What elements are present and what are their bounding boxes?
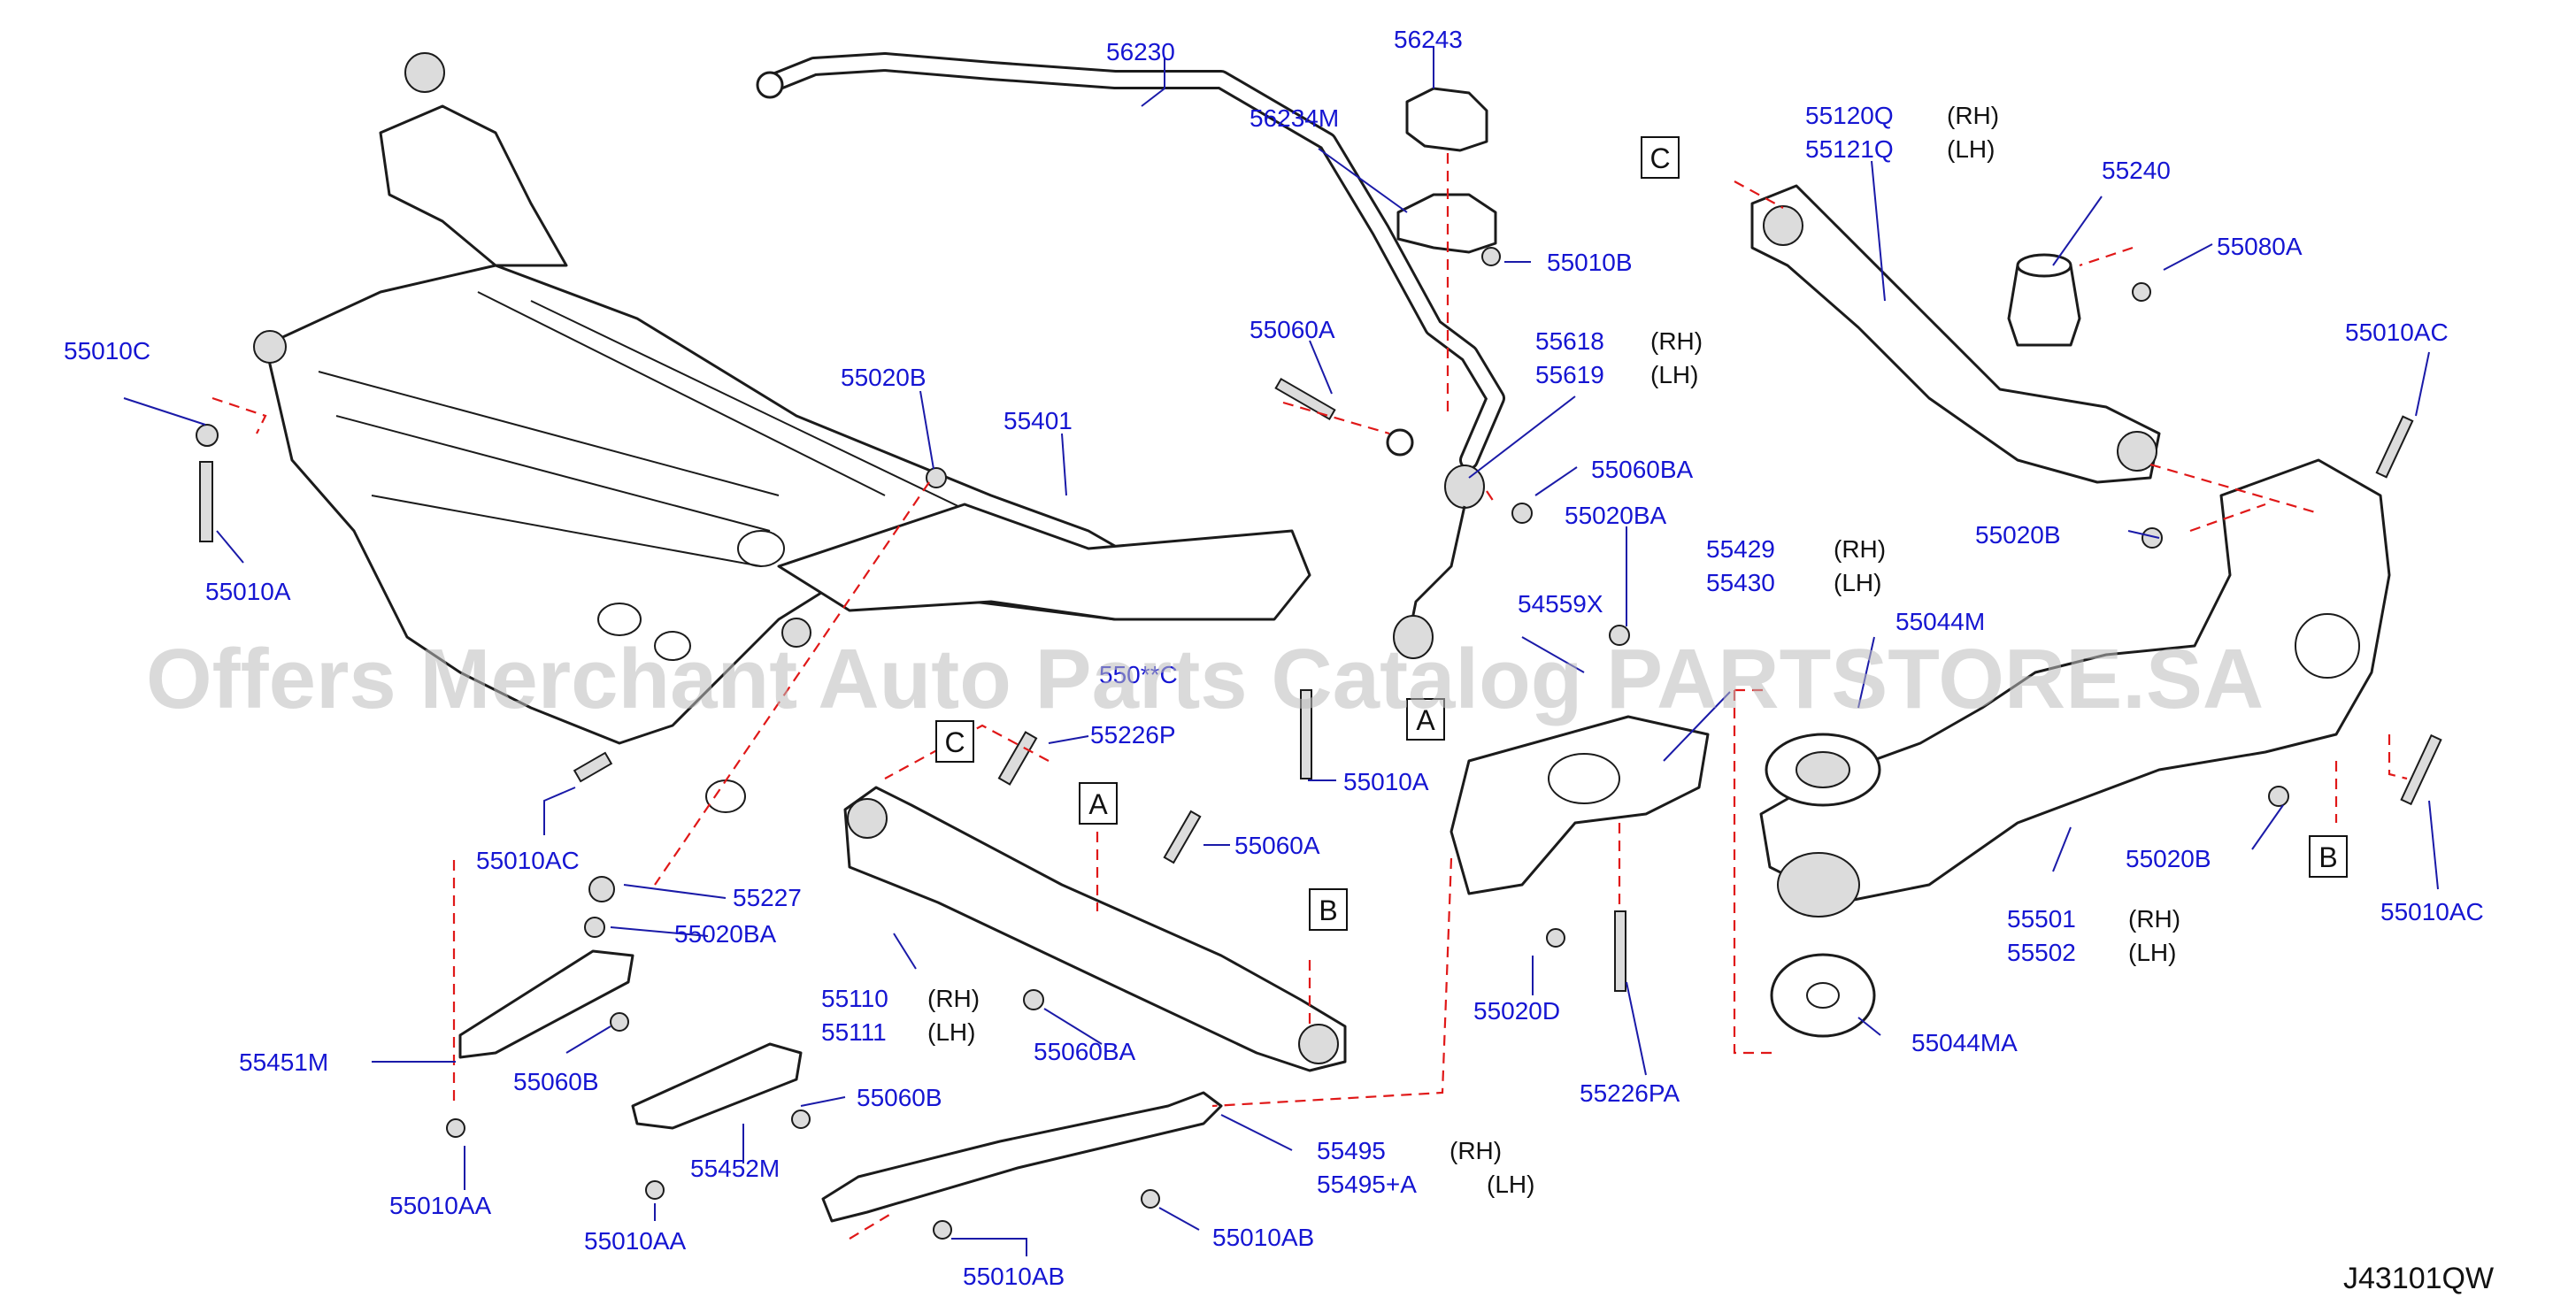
label-55010a-left: 55010A bbox=[205, 578, 291, 605]
label-55020ba-left: 55020BA bbox=[674, 920, 777, 948]
ref-b-mid-text: B bbox=[1319, 895, 1337, 926]
label-55451m: 55451M bbox=[239, 1048, 328, 1076]
label-55495a: 55495+A bbox=[1317, 1171, 1417, 1198]
diagram-code: J43101QW bbox=[2343, 1262, 2494, 1295]
bump-stop-drawing bbox=[2007, 253, 2081, 347]
label-55495-side: (RH) bbox=[1449, 1137, 1502, 1164]
label-55110: 55110 bbox=[821, 985, 888, 1012]
label-55060ba-mid: 55060BA bbox=[1034, 1038, 1136, 1065]
upper-link-drawing bbox=[1750, 184, 2161, 484]
ref-box-a-mid: A bbox=[1079, 782, 1118, 825]
label-55495: 55495 bbox=[1317, 1137, 1386, 1164]
label-55080a: 55080A bbox=[2217, 233, 2303, 260]
label-55502: 55502 bbox=[2007, 939, 2076, 966]
ref-a-mid-text: A bbox=[1088, 788, 1108, 820]
label-55044m: 55044M bbox=[1895, 608, 1985, 635]
label-55060a-mid: 55060A bbox=[1234, 832, 1320, 859]
label-55240: 55240 bbox=[2102, 157, 2171, 184]
leader-lines bbox=[123, 46, 2439, 1256]
label-55020b-left: 55020B bbox=[841, 364, 927, 391]
label-55110-side: (RH) bbox=[927, 985, 980, 1012]
stabilizer-bar-drawing bbox=[756, 52, 1505, 470]
subframe-drawing bbox=[253, 52, 1311, 813]
label-55111: 55111 bbox=[821, 1018, 887, 1046]
ref-box-b-mid: B bbox=[1309, 888, 1348, 931]
label-54559x: 54559X bbox=[1518, 590, 1603, 618]
watermark-text: Offers Merchant Auto Parts Catalog PARTS… bbox=[146, 632, 2264, 726]
ref-a-right-text: A bbox=[1416, 704, 1435, 736]
knuckle-and-lower-arm-drawing bbox=[1759, 458, 2391, 918]
ref-box-b-right: B bbox=[2309, 835, 2348, 878]
label-55044ma: 55044MA bbox=[1911, 1029, 2018, 1056]
ref-box-c-mid: C bbox=[935, 720, 974, 763]
fasteners-drawing bbox=[196, 247, 2442, 1240]
label-55226pa: 55226PA bbox=[1580, 1079, 1680, 1107]
label-55010a-mid: 55010A bbox=[1343, 768, 1429, 795]
lateral-rod-drawing bbox=[821, 1091, 1223, 1223]
label-55401: 55401 bbox=[1003, 407, 1073, 434]
label-55010aa-mid: 55010AA bbox=[584, 1227, 687, 1255]
brace-drawings bbox=[458, 949, 803, 1130]
label-56243: 56243 bbox=[1394, 26, 1463, 53]
label-55010ac-br: 55010AC bbox=[2380, 898, 2484, 925]
stabilizer-link-drawing bbox=[1393, 465, 1485, 659]
label-55501-side: (RH) bbox=[2128, 905, 2180, 933]
label-55010ac-left: 55010AC bbox=[476, 847, 580, 874]
label-55010c: 55010C bbox=[64, 337, 150, 365]
ref-b-right-text: B bbox=[2318, 841, 2337, 873]
label-55060b-left: 55060B bbox=[513, 1068, 599, 1095]
label-55501: 55501 bbox=[2007, 905, 2076, 933]
ref-box-a-right: A bbox=[1406, 698, 1445, 741]
label-55120q-side: (RH) bbox=[1947, 102, 1999, 129]
label-55010ab-left: 55010AB bbox=[963, 1263, 1065, 1290]
label-55618-side: (RH) bbox=[1650, 327, 1703, 355]
label-55020b-br: 55020B bbox=[2126, 845, 2211, 872]
label-55010ab-right: 55010AB bbox=[1212, 1224, 1314, 1251]
label-55502-side: (LH) bbox=[2128, 939, 2176, 966]
part-labels: 56230 56243 56234M 55010B 55060A 55618 (… bbox=[64, 26, 2484, 1290]
label-55020d: 55020D bbox=[1473, 997, 1560, 1025]
label-55618: 55618 bbox=[1535, 327, 1604, 355]
ref-c-mid-text: C bbox=[944, 726, 965, 758]
label-55495a-side: (LH) bbox=[1487, 1171, 1534, 1198]
label-550c-mid: 550**C bbox=[1099, 661, 1178, 688]
label-56234m: 56234M bbox=[1250, 104, 1339, 132]
label-55010b: 55010B bbox=[1547, 249, 1633, 276]
label-55429: 55429 bbox=[1706, 535, 1775, 563]
label-56230: 56230 bbox=[1106, 38, 1175, 65]
spring-seat-drawing bbox=[1765, 733, 1881, 1038]
label-55020b-right: 55020B bbox=[1975, 521, 2061, 549]
ref-box-c-top: C bbox=[1641, 136, 1680, 179]
toe-control-arm-drawing bbox=[1449, 715, 1710, 895]
label-55430: 55430 bbox=[1706, 569, 1775, 596]
label-55121q: 55121Q bbox=[1805, 135, 1894, 163]
label-55226p: 55226P bbox=[1090, 721, 1176, 749]
label-55010ac-top: 55010AC bbox=[2345, 319, 2449, 346]
label-55111-side: (LH) bbox=[927, 1018, 975, 1046]
label-55429-side: (RH) bbox=[1834, 535, 1886, 563]
label-55121q-side: (LH) bbox=[1947, 135, 1995, 163]
label-55619: 55619 bbox=[1535, 361, 1604, 388]
label-55227: 55227 bbox=[733, 884, 802, 911]
label-55452m: 55452M bbox=[690, 1155, 780, 1182]
label-55010aa-left: 55010AA bbox=[389, 1192, 492, 1219]
label-55020ba-top: 55020BA bbox=[1565, 502, 1667, 529]
label-55060b-mid: 55060B bbox=[857, 1084, 942, 1111]
label-55060a-top: 55060A bbox=[1250, 316, 1335, 343]
ref-c-top-text: C bbox=[1649, 142, 1670, 174]
label-55120q: 55120Q bbox=[1805, 102, 1894, 129]
label-55430-side: (LH) bbox=[1834, 569, 1881, 596]
label-55060ba-top: 55060BA bbox=[1591, 456, 1694, 483]
dashed-connection-lines bbox=[211, 153, 2408, 1240]
bushing-and-bracket-drawing bbox=[1396, 87, 1497, 254]
label-55619-side: (LH) bbox=[1650, 361, 1698, 388]
lower-link-drawing bbox=[843, 786, 1347, 1072]
